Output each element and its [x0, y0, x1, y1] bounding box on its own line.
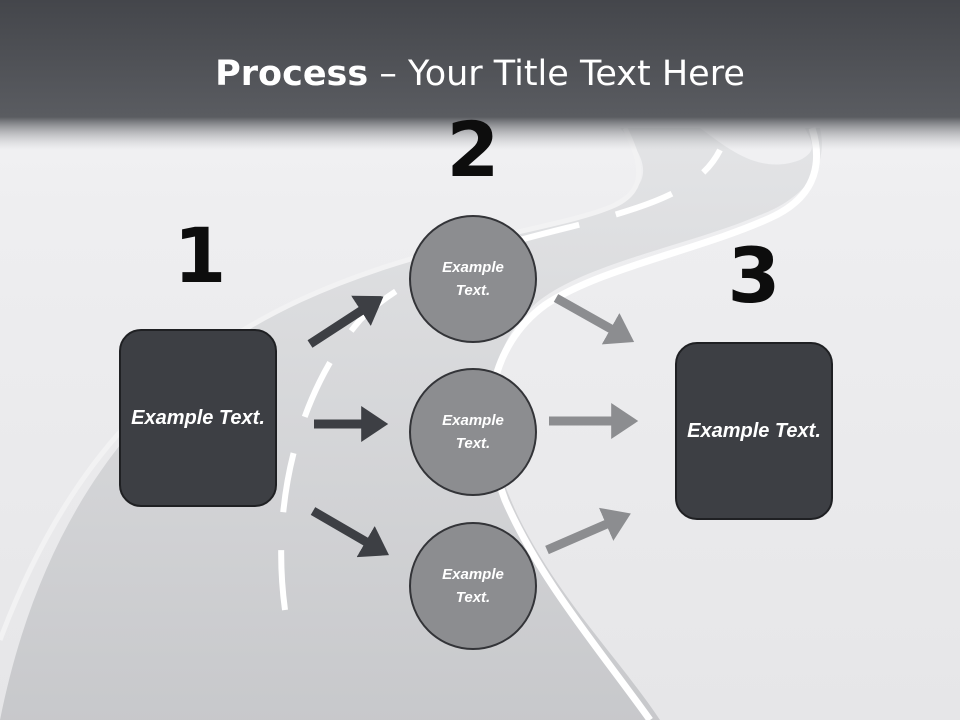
stage-2-circle-middle: Example Text.: [409, 368, 537, 496]
stage-2-circle-bottom: Example Text.: [409, 522, 537, 650]
arrow-circle-top-to-3: [553, 294, 635, 345]
circle-top-text: Example Text.: [442, 259, 504, 299]
stage-number-1: 1: [173, 211, 227, 300]
stage-1-box: Example Text.: [119, 329, 277, 507]
stage-number-3: 3: [727, 231, 781, 320]
stage-2-circle-top: Example Text.: [409, 215, 537, 343]
slide-title: Process – Your Title Text Here: [0, 52, 960, 96]
stage-number-2: 2: [446, 105, 500, 194]
arrow-1-to-circle-top: [307, 295, 384, 348]
stage-3-text: Example Text.: [687, 419, 821, 442]
title-rest: – Your Title Text Here: [368, 54, 745, 94]
stage-1-text: Example Text.: [131, 406, 265, 429]
title-bold: Process: [215, 54, 369, 94]
stage-3-box: Example Text.: [675, 342, 833, 520]
circle-bottom-text: Example Text.: [442, 566, 504, 606]
circle-middle-text: Example Text.: [442, 412, 504, 452]
arrow-circle-bottom-to-3: [545, 507, 631, 555]
arrow-1-to-circle-bottom: [310, 507, 390, 558]
